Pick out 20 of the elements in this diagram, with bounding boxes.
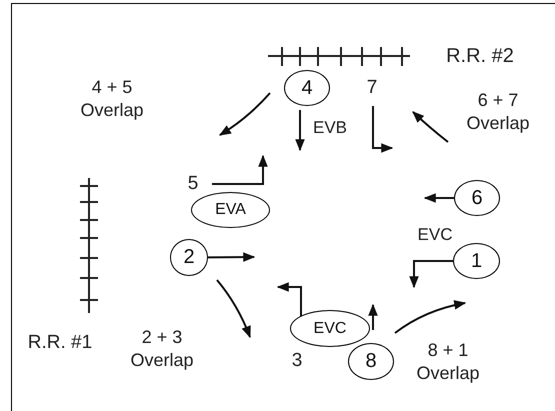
track-label: R.R. #2 (445, 44, 515, 69)
circled-number: 2 (170, 239, 208, 276)
circled-number: 8 (348, 343, 394, 380)
circled-number: 6 (454, 180, 500, 216)
ellipse-label: EVC (290, 310, 370, 347)
preemption-label: EVC (416, 224, 454, 246)
phase-number: 7 (366, 76, 378, 100)
circled-number: 4 (284, 70, 330, 106)
phase-number: 3 (290, 349, 304, 373)
overlap-label: 6 + 7 Overlap (465, 89, 531, 134)
preemption-label: EVB (312, 117, 348, 138)
overlap-label: 2 + 3 Overlap (129, 326, 195, 371)
ellipse-label: EVA (191, 192, 270, 228)
arrow (424, 193, 454, 203)
track-label: R.R. #1 (26, 331, 94, 355)
arrow (208, 252, 256, 262)
overlap-label: 8 + 1 Overlap (415, 339, 481, 384)
circled-number: 1 (453, 243, 500, 279)
arrow (409, 260, 453, 288)
overlap-label: 4 + 5 Overlap (79, 76, 145, 121)
